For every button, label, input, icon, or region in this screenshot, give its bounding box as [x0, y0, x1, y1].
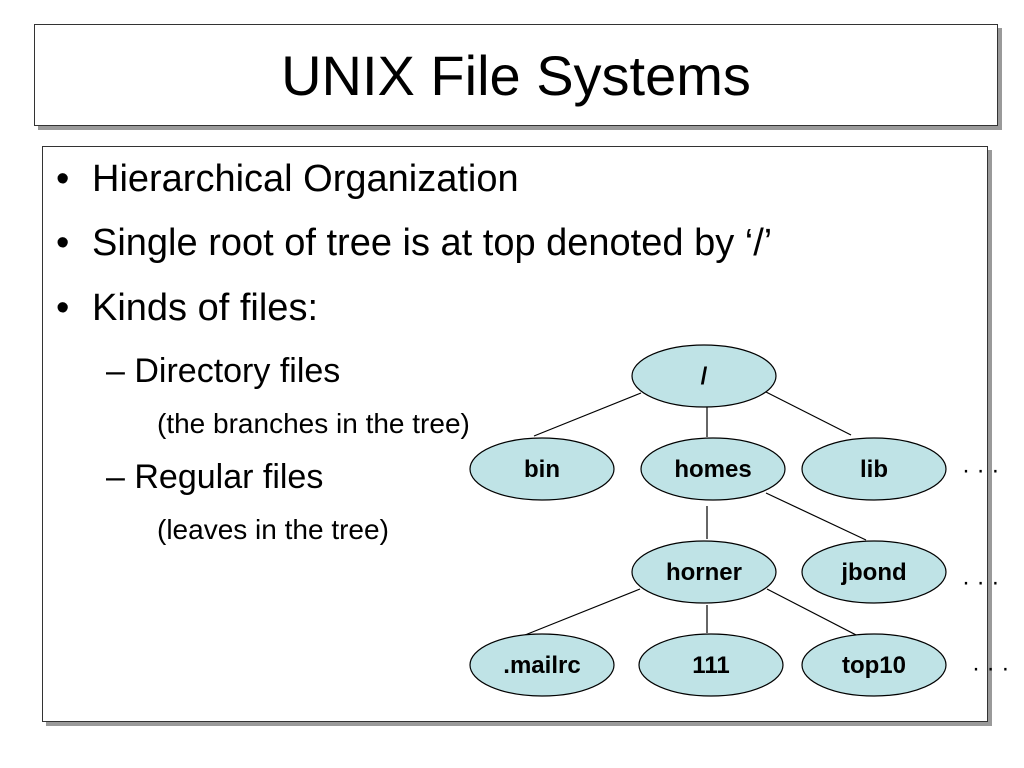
node-shape — [469, 633, 615, 697]
tree-node-mailrc: .mailrc — [469, 633, 615, 697]
tree-node-bin: bin — [469, 437, 615, 501]
edge-homes-jbond — [765, 492, 867, 541]
tree-node-111: 111 — [638, 633, 784, 697]
node-shape — [640, 437, 786, 501]
tree-node-lib: lib — [801, 437, 947, 501]
node-label: 111 — [692, 652, 729, 679]
edge-horner-top10 — [766, 588, 861, 638]
tree-node-top10: top10 — [801, 633, 947, 697]
tree-node-root: / — [631, 344, 777, 408]
node-label: top10 — [842, 652, 906, 679]
node-label: jbond — [840, 559, 906, 586]
bullet-kinds-of-files: • Kinds of files: — [56, 287, 318, 330]
title-box: UNIX File Systems — [34, 24, 998, 126]
node-shape — [631, 344, 777, 408]
tree-node-homes: homes — [640, 437, 786, 501]
bullet-text: Hierarchical Organization — [92, 158, 519, 200]
node-label: lib — [860, 456, 888, 483]
ellipsis-row-2: · · · — [962, 569, 999, 596]
content-box — [42, 146, 988, 722]
edge-root-lib — [765, 391, 852, 436]
bullet-icon: • — [56, 158, 70, 200]
node-shape — [469, 437, 615, 501]
bullet-hierarchical: • Hierarchical Organization — [56, 158, 519, 201]
ellipsis-row-1: · · · — [962, 457, 999, 484]
bullet-single-root: • Single root of tree is at top denoted … — [56, 222, 773, 265]
node-label: bin — [524, 456, 560, 483]
node-label: .mailrc — [503, 652, 580, 679]
tree-node-horner: horner — [631, 540, 777, 604]
node-shape — [631, 540, 777, 604]
tree-edges — [524, 391, 867, 638]
node-label: / — [701, 363, 708, 390]
bullet-text: Single root of tree is at top denoted by… — [92, 222, 773, 264]
node-shape — [801, 437, 947, 501]
node-label: homes — [674, 456, 751, 483]
sub-note-regular-files: (leaves in the tree) — [157, 514, 389, 545]
node-shape — [801, 633, 947, 697]
sub-note-directory-files: (the branches in the tree) — [157, 408, 470, 439]
ellipsis-row-3: · · · — [972, 655, 1009, 682]
sub-item-directory-files: – Directory files — [106, 352, 341, 390]
tree-node-jbond: jbond — [801, 540, 947, 604]
sub-item-regular-files: – Regular files — [106, 458, 324, 496]
slide-title: UNIX File Systems — [281, 43, 751, 107]
edge-horner-mailrc — [524, 588, 641, 636]
node-shape — [801, 540, 947, 604]
bullet-icon: • — [56, 287, 70, 329]
bullet-icon: • — [56, 222, 70, 264]
bullet-text: Kinds of files: — [92, 287, 318, 329]
edge-root-bin — [533, 392, 642, 437]
node-shape — [638, 633, 784, 697]
node-label: horner — [666, 559, 742, 586]
